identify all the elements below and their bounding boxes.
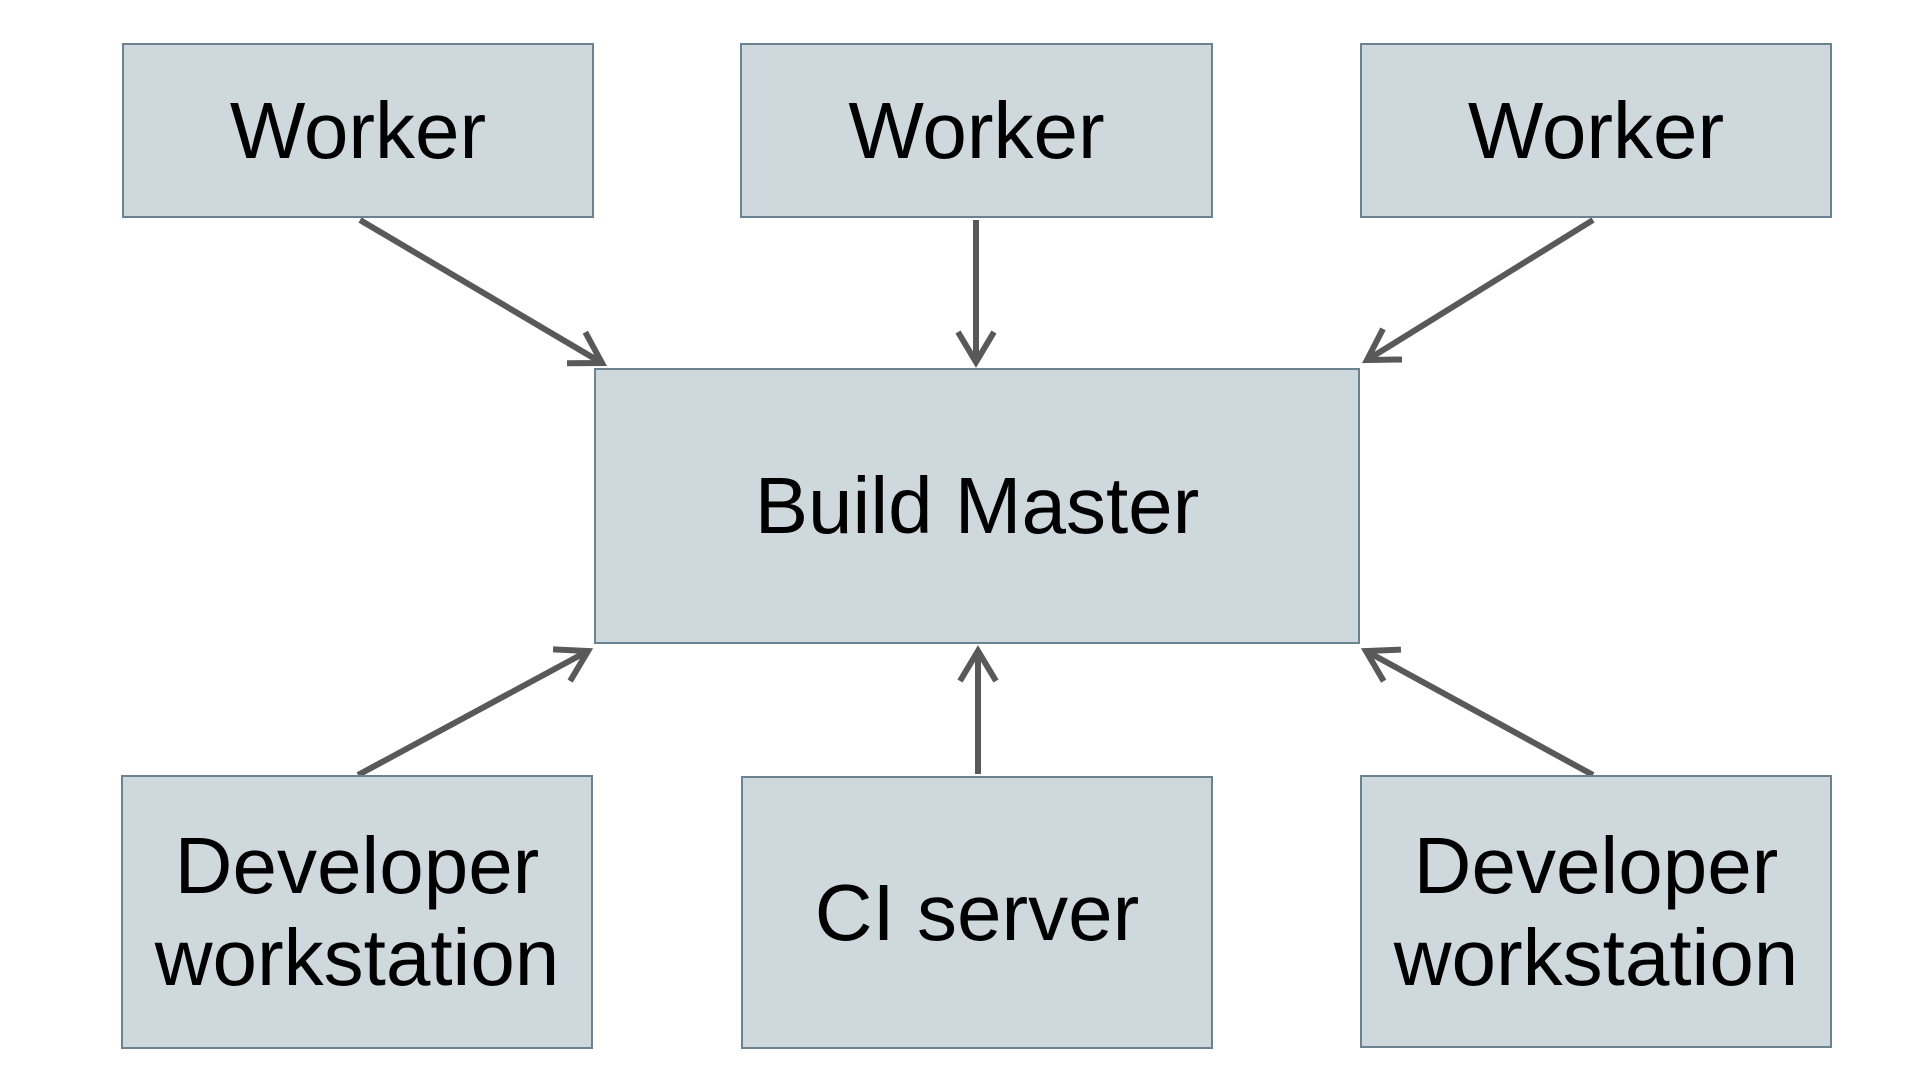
arrow-devleft-to-buildmaster	[356, 646, 594, 778]
node-build-master-label: Build Master	[754, 461, 1200, 550]
node-worker-2: Worker	[740, 43, 1213, 218]
node-developer-workstation-right-label: Developer workstation	[1393, 820, 1799, 1002]
node-worker-1-label: Worker	[229, 85, 487, 175]
node-ci-server: CI server	[741, 776, 1213, 1049]
node-developer-workstation-left: Developer workstation	[121, 775, 593, 1049]
node-worker-1: Worker	[122, 43, 594, 218]
arrow-devright-to-buildmaster	[1360, 646, 1595, 778]
node-developer-workstation-left-label: Developer workstation	[154, 821, 560, 1002]
node-worker-3: Worker	[1360, 43, 1832, 218]
node-worker-2-label: Worker	[848, 85, 1105, 175]
node-worker-3-label: Worker	[1467, 85, 1725, 175]
arrow-worker3-to-buildmaster	[1362, 217, 1595, 364]
node-build-master: Build Master	[594, 368, 1360, 644]
node-developer-workstation-right: Developer workstation	[1360, 775, 1832, 1048]
node-ci-server-label: CI server	[814, 867, 1140, 957]
arrow-worker1-to-buildmaster	[358, 217, 608, 367]
